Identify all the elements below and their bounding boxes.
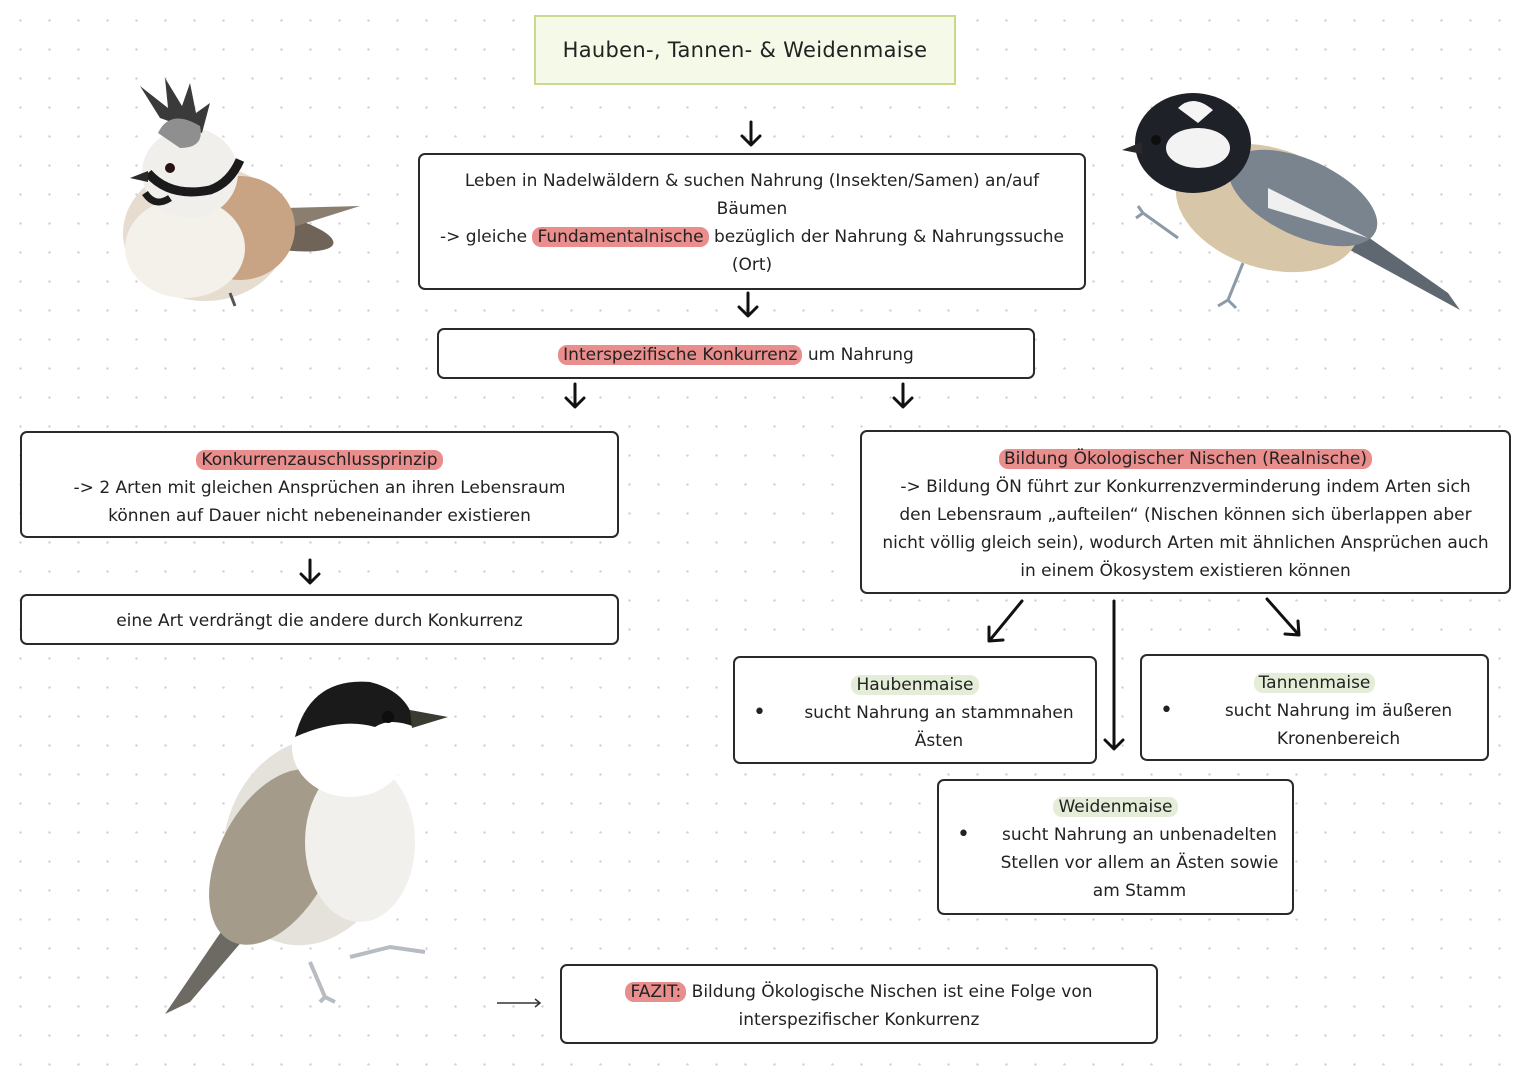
diagram-title-text: Hauben-, Tannen- & Weidenmaise [562, 38, 928, 62]
habitat-line-3: -> gleiche Fundamentalnische bezüglich d… [420, 223, 1084, 251]
habitat-suffix: bezüglich der Nahrung & Nahrungssuche [714, 227, 1064, 247]
diagram-title: Hauben-, Tannen- & Weidenmaise [534, 15, 956, 85]
exclusion-heading: Konkurrenzauschlussprinzip [196, 450, 443, 470]
haubenmaise-text: sucht Nahrung an stammnahen Ästen [783, 699, 1095, 755]
exclusion-line-2: können auf Dauer nicht nebeneinander exi… [108, 506, 531, 526]
habitat-line-2: Bäumen [716, 199, 788, 219]
tannenmaise-line-1: sucht Nahrung im äußeren [1224, 701, 1453, 721]
fazit-label: FAZIT: [625, 982, 687, 1002]
fazit-line-2: interspezifischer Konkurrenz [738, 1010, 980, 1030]
arrow-title-to-habitat [740, 120, 762, 147]
fazit-line-1: Bildung Ökologische Nischen ist eine Fol… [691, 982, 1093, 1002]
tannenmaise-heading: Tannenmaise [1253, 673, 1376, 693]
weidenmaise-text: sucht Nahrung an unbenadelten Stellen vo… [987, 821, 1292, 905]
weidenmaise-bullet: • sucht Nahrung an unbenadelten Stellen … [939, 821, 1292, 905]
weidenmaise-box: Weidenmaise • sucht Nahrung an unbenadel… [937, 779, 1294, 915]
fazit-line-1-row: FAZIT: Bildung Ökologische Nischen ist e… [562, 978, 1156, 1006]
habitat-prefix: -> gleiche [440, 227, 528, 247]
weidenmaise-line-3: am Stamm [1092, 881, 1187, 901]
habitat-line-4: (Ort) [731, 255, 773, 275]
haubenmaise-bullet: • sucht Nahrung an stammnahen Ästen [735, 699, 1095, 755]
tannenmaise-line-2: Kronenbereich [1276, 729, 1401, 749]
displacement-box: eine Art verdrängt die andere durch Konk… [20, 594, 619, 645]
bullet-icon: • [1160, 698, 1173, 723]
niche-line-4: in einem Ökosystem existieren können [1020, 561, 1351, 581]
crested-tit-image [123, 78, 360, 307]
bullet-icon: • [957, 822, 970, 847]
exclusion-principle-box: Konkurrenzauschlussprinzip -> 2 Arten mi… [20, 431, 619, 538]
competition-highlight: Interspezifische Konkurrenz [558, 345, 803, 365]
haubenmaise-box: Haubenmaise • sucht Nahrung an stammnahe… [733, 656, 1097, 764]
fazit-box: FAZIT: Bildung Ökologische Nischen ist e… [560, 964, 1158, 1044]
competition-suffix: um Nahrung [807, 345, 914, 365]
arrow-niche-to-weidenmaise [1103, 599, 1125, 751]
niche-line-3: nicht völlig gleich sein), wodurch Arten… [882, 533, 1489, 553]
tannenmaise-text: sucht Nahrung im äußeren Kronenbereich [1190, 697, 1487, 753]
arrow-competition-to-exclusion [564, 382, 586, 409]
arrow-niche-to-haubenmaise [987, 599, 1024, 643]
habitat-line-1: Leben in Nadelwäldern & suchen Nahrung (… [464, 171, 1040, 191]
tannenmaise-bullet: • sucht Nahrung im äußeren Kronenbereich [1142, 697, 1487, 753]
habitat-box: Leben in Nadelwäldern & suchen Nahrung (… [418, 153, 1086, 290]
niche-heading-row: Bildung Ökologischer Nischen (Realnische… [862, 445, 1509, 473]
fundamentalnische-highlight: Fundamentalnische [532, 227, 709, 247]
haubenmaise-line-2: Ästen [914, 731, 964, 751]
arrow-exclusion-to-displacement [299, 558, 321, 585]
weidenmaise-heading: Weidenmaise [1053, 797, 1178, 817]
bullet-icon: • [753, 700, 766, 725]
weidenmaise-line-1: sucht Nahrung an unbenadelten [1002, 825, 1277, 845]
arrow-to-fazit [497, 998, 542, 1008]
tannenmaise-box: Tannenmaise • sucht Nahrung im äußeren K… [1140, 654, 1489, 761]
niche-line-1: -> Bildung ÖN führt zur Konkurrenzvermin… [900, 477, 1471, 497]
willow-tit-image [165, 681, 448, 1014]
niche-line-2: den Lebensraum „aufteilen“ (Nischen könn… [899, 505, 1472, 525]
displacement-text: eine Art verdrängt die andere durch Konk… [116, 611, 523, 631]
exclusion-heading-row: Konkurrenzauschlussprinzip [22, 446, 617, 474]
weidenmaise-heading-row: Weidenmaise [939, 793, 1292, 821]
haubenmaise-heading-row: Haubenmaise [735, 671, 1095, 699]
niche-heading: Bildung Ökologischer Nischen (Realnische… [998, 449, 1373, 469]
exclusion-line-1: -> 2 Arten mit gleichen Ansprüchen an ih… [73, 478, 566, 498]
arrow-habitat-to-competition [737, 291, 759, 318]
coal-tit-image [1122, 93, 1460, 310]
arrow-competition-to-niche [892, 382, 914, 409]
niche-formation-box: Bildung Ökologischer Nischen (Realnische… [860, 430, 1511, 594]
tannenmaise-heading-row: Tannenmaise [1142, 669, 1487, 697]
haubenmaise-line-1: sucht Nahrung an stammnahen [804, 703, 1074, 723]
haubenmaise-heading: Haubenmaise [851, 675, 979, 695]
weidenmaise-line-2: Stellen vor allem an Ästen sowie [1000, 853, 1279, 873]
arrow-niche-to-tannenmaise [1265, 597, 1301, 637]
competition-box: Interspezifische Konkurrenz um Nahrung [437, 328, 1035, 379]
